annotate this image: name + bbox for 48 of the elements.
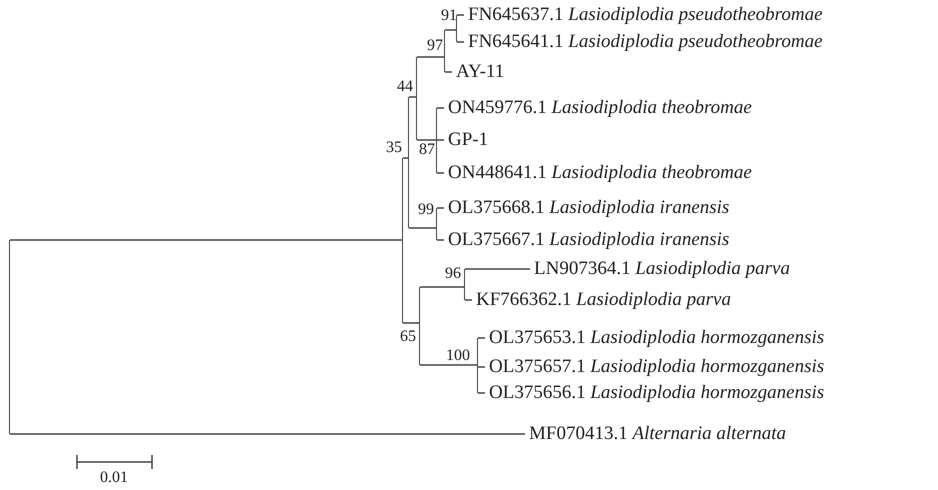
tree-branch [403,157,409,159]
tree-branch [478,337,485,339]
taxon-label: ON459776.1 Lasiodiplodia theobromae [444,97,752,119]
tree-branch [420,364,478,366]
taxon-label: AY-11 [452,61,504,83]
taxon-label: KF766362.1 Lasiodiplodia parva [472,289,731,311]
bootstrap-value: 100 [446,347,470,365]
tree-branch [10,239,403,241]
tree-branch [465,268,530,270]
tree-branch [420,286,465,288]
tree-branch [478,366,485,368]
tree-branch [409,227,437,229]
taxon-label: OL375657.1 Lasiodiplodia hormozganensis [485,356,824,378]
taxon-label: LN907364.1 Lasiodiplodia parva [530,258,790,280]
bootstrap-value: 65 [400,328,416,346]
tree-branch [437,207,444,209]
bootstrap-value: 91 [441,7,457,25]
taxon-label: ON448641.1 Lasiodiplodia theobromae [444,162,752,184]
taxon-label: OL375656.1 Lasiodiplodia hormozganensis [485,382,824,404]
scale-value: 0.01 [100,469,128,487]
tree-branch [457,14,464,16]
bootstrap-value: 99 [418,201,434,219]
tree-branch [465,299,472,301]
tree-branch [437,172,444,174]
tree-branch [409,96,417,98]
tree-branch [457,41,464,43]
taxon-label: OL375667.1 Lasiodiplodia iranensis [444,229,730,251]
taxon-label: FN645637.1 Lasiodiplodia pseudotheobromae [464,4,823,26]
tree-branch [437,139,444,141]
tree-branch [445,29,457,31]
taxon-label: MF070413.1 Alternaria alternata [525,423,786,445]
tree-branch [417,56,445,58]
taxon-label: GP-1 [444,129,488,151]
tree-branch [445,71,452,73]
bootstrap-value: 35 [386,139,402,157]
bootstrap-value: 87 [419,141,435,159]
taxon-label: OL375653.1 Lasiodiplodia hormozganensis [485,327,824,349]
bootstrap-value: 96 [445,265,461,283]
bootstrap-value: 97 [427,37,443,55]
tree-branch [10,433,525,435]
tree-branch [437,107,444,109]
tree-branch [403,322,420,324]
taxon-label: OL375668.1 Lasiodiplodia iranensis [444,197,730,219]
bootstrap-value: 44 [397,78,413,96]
taxon-label: FN645641.1 Lasiodiplodia pseudotheobromae [464,31,823,53]
tree-branch [437,239,444,241]
tree-branch [417,139,437,141]
tree-branch [478,392,485,394]
